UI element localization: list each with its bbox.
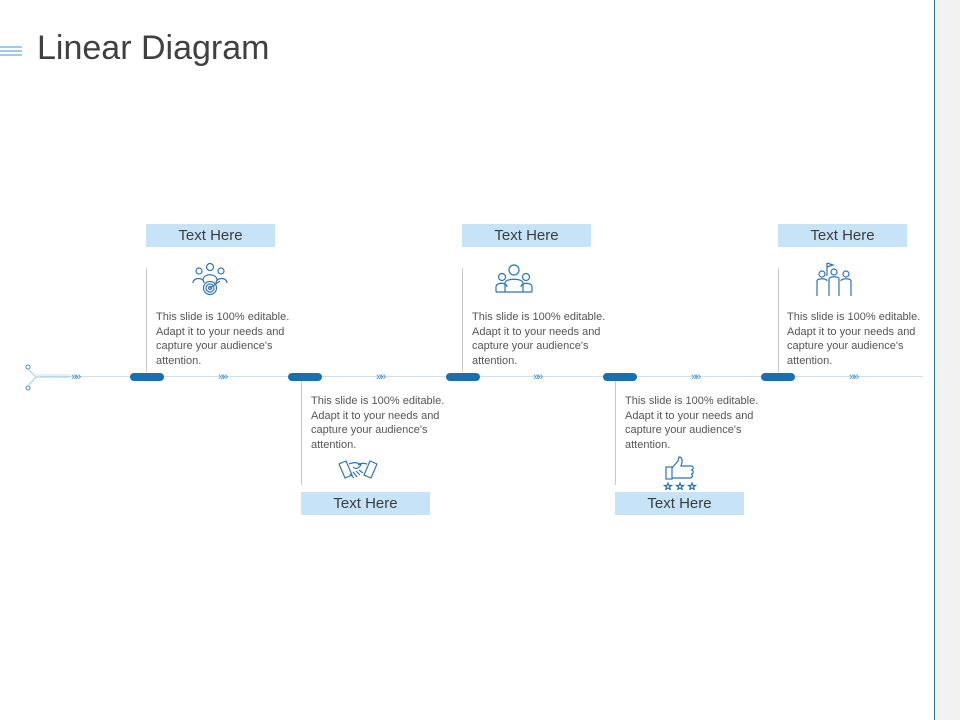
step-5-connector	[778, 268, 779, 372]
step-5-description: This slide is 100% editable. Adapt it to…	[787, 311, 921, 367]
chevron-arrow-icon: »»	[533, 371, 543, 383]
step-2-connector	[301, 381, 302, 485]
team-flag-icon	[816, 262, 852, 296]
step-2-label: Text Here	[301, 492, 430, 515]
step-1-description: This slide is 100% editable. Adapt it to…	[156, 311, 290, 367]
handshake-icon	[338, 460, 378, 479]
step-4-label: Text Here	[615, 492, 744, 515]
chevron-arrow-icon: »»	[71, 371, 81, 383]
timeline-start-icon	[25, 364, 70, 391]
step-3-description: This slide is 100% editable. Adapt it to…	[472, 311, 606, 367]
timeline-line	[40, 376, 923, 377]
step-3-label: Text Here	[462, 224, 591, 247]
right-side-panel	[935, 0, 960, 720]
step-5-label: Text Here	[778, 224, 907, 247]
slide-title: Linear Diagram	[37, 29, 270, 67]
chevron-arrow-icon: »»	[691, 371, 701, 383]
step-3-connector	[462, 268, 463, 372]
chevron-arrow-icon: »»	[849, 371, 859, 383]
timeline-node-5	[761, 373, 795, 381]
step-4-connector	[615, 381, 616, 485]
chevron-arrow-icon: »»	[376, 371, 386, 383]
timeline-node-1	[130, 373, 164, 381]
team-target-icon	[192, 262, 228, 296]
step-4-description: This slide is 100% editable. Adapt it to…	[625, 395, 759, 451]
step-2-description: This slide is 100% editable. Adapt it to…	[311, 395, 445, 451]
timeline-node-2	[288, 373, 322, 381]
step-1-label: Text Here	[146, 224, 275, 247]
thumbs-up-stars-icon	[662, 456, 698, 490]
chevron-arrow-icon: »»	[218, 371, 228, 383]
title-accent-lines	[0, 46, 22, 58]
step-1-connector	[146, 268, 147, 372]
timeline-node-4	[603, 373, 637, 381]
group-icon	[495, 264, 533, 293]
timeline-node-3	[446, 373, 480, 381]
